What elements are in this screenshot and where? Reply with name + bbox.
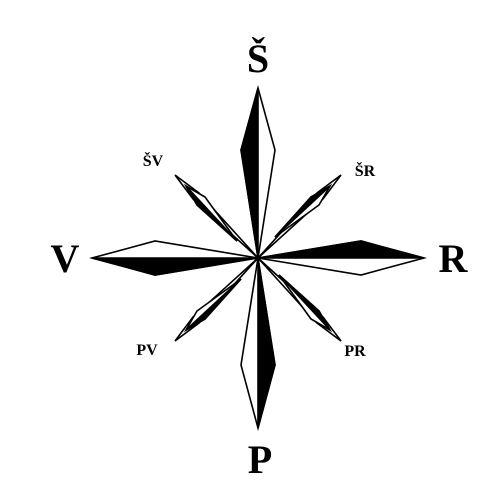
label-south: P [248,437,272,482]
label-southeast: PR [344,343,366,360]
label-northeast: ŠR [355,161,376,180]
label-southwest: PV [136,342,158,359]
label-north: Š [247,36,269,81]
point-north [241,88,275,258]
point-south [241,258,275,428]
point-west [92,241,258,275]
point-east [258,241,424,275]
label-east: R [439,236,469,281]
label-northwest: ŠV [143,151,164,170]
label-west: V [51,236,80,281]
